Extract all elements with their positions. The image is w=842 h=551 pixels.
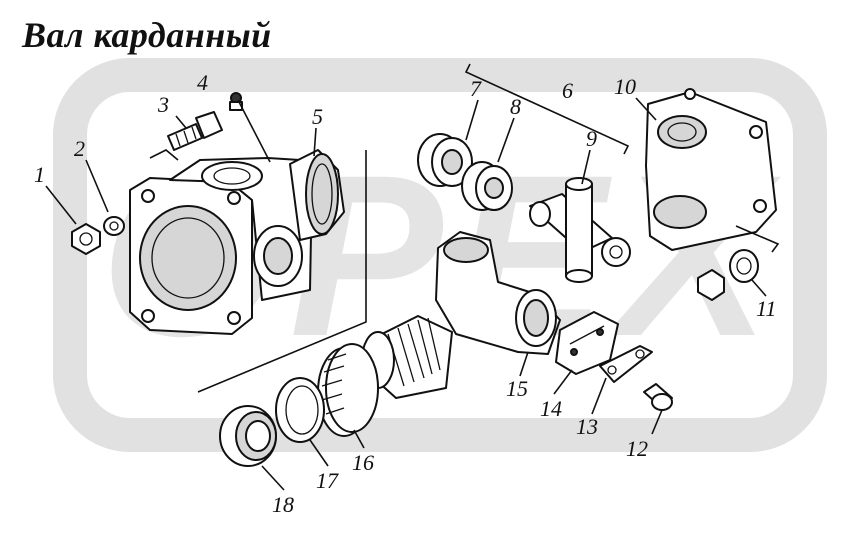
callout-6: 6 bbox=[562, 78, 573, 103]
callout-13: 13 bbox=[576, 414, 598, 439]
callout-16: 16 bbox=[352, 450, 374, 475]
part-18-seal bbox=[219, 405, 277, 467]
callout-12: 12 bbox=[626, 436, 648, 461]
part-17-washer bbox=[275, 377, 325, 443]
diagram-title: Вал карданный bbox=[22, 15, 272, 55]
part-13-lock-plate bbox=[599, 345, 653, 383]
part-16-threaded-cap bbox=[317, 343, 379, 437]
part-10-yoke bbox=[645, 88, 777, 251]
part-11-nut-washer bbox=[697, 225, 780, 301]
part-12-bolt bbox=[643, 383, 673, 411]
part-4-grease-fitting bbox=[229, 92, 243, 111]
callout-5: 5 bbox=[312, 104, 323, 129]
callout-10: 10 bbox=[614, 74, 636, 99]
callout-9: 9 bbox=[586, 126, 597, 151]
part-3-bolt bbox=[167, 111, 223, 151]
callout-7: 7 bbox=[470, 76, 482, 101]
part-1-nut bbox=[71, 223, 101, 255]
part-5-ring bbox=[289, 149, 345, 241]
callout-3: 3 bbox=[157, 92, 169, 117]
callout-14: 14 bbox=[540, 396, 562, 421]
bracket-6 bbox=[464, 63, 630, 155]
callout-11: 11 bbox=[756, 296, 776, 321]
callout-8: 8 bbox=[510, 94, 521, 119]
callout-15: 15 bbox=[506, 376, 528, 401]
callout-labels: 1 2 3 4 5 6 7 8 9 10 11 12 13 14 15 16 1… bbox=[34, 70, 776, 517]
part-9-cross bbox=[529, 177, 631, 283]
part-15-shaft-yoke bbox=[435, 231, 561, 355]
callout-17: 17 bbox=[316, 468, 339, 493]
housing-flange-yoke bbox=[129, 157, 313, 335]
housing-bracket bbox=[149, 149, 367, 393]
callout-1: 1 bbox=[34, 162, 45, 187]
part-7-bearing bbox=[417, 133, 473, 187]
callout-18: 18 bbox=[272, 492, 294, 517]
callout-2: 2 bbox=[74, 136, 85, 161]
part-8-bearing bbox=[461, 161, 513, 211]
leader-lines bbox=[45, 97, 767, 491]
callout-4: 4 bbox=[197, 70, 208, 95]
part-2-washer bbox=[103, 216, 125, 236]
